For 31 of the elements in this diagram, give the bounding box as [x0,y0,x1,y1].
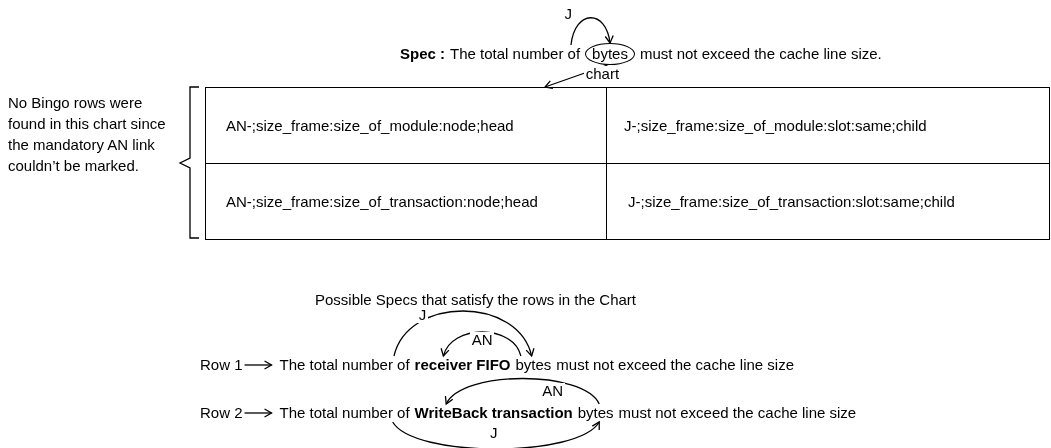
spec-heading: Spec : [400,45,445,63]
table-entry: AN-;size_frame:size_of_transaction:node;head [226,193,538,211]
note-text: No Bingo rows were found in this chart since the mandatory AN link couldn’t be marked. [8,93,167,176]
arrow [243,408,273,418]
sentence-fragment: The total number of [279,404,410,422]
highlighted-phrase: receiver FIFO [414,356,511,374]
sentence-fragment: bytes [577,404,614,422]
arc-arrow [393,310,534,357]
edge-label: AN [540,382,566,399]
table-entry: J-;size_frame:size_of_transaction:slot:same;child [628,193,955,211]
arc-arrow [570,17,614,46]
row-label: Row 2 [200,404,243,422]
sentence-fragment: bytes [515,356,552,374]
caption-text: Possible Specs that satisfy the rows in the Chart [315,291,636,309]
highlighted-phrase: WriteBack transaction [414,404,573,422]
arc-arrow [445,377,600,405]
edge-label: chart [583,66,622,82]
table-entry: AN-;size_frame:size_of_module:node;head [226,117,514,135]
sentence-text: must not exceed the cache line size [556,356,794,374]
chart-table [205,87,1050,240]
sentence-text: must not exceed the cache line size [618,404,857,422]
sentence-fragment: The total number of [450,45,581,63]
arc-arrow [441,331,522,357]
row-label: Row 1 [200,356,243,374]
sentence-fragment: The total number of [279,356,410,374]
arrow [243,360,273,370]
table-entry: J-;size_frame:size_of_module:slot:same;child [624,117,927,135]
edge-label: J [487,425,500,441]
edge-label: J [416,307,429,323]
sentence-text: must not exceed the cache line size. [639,45,882,63]
edge-label: AN [469,332,495,348]
